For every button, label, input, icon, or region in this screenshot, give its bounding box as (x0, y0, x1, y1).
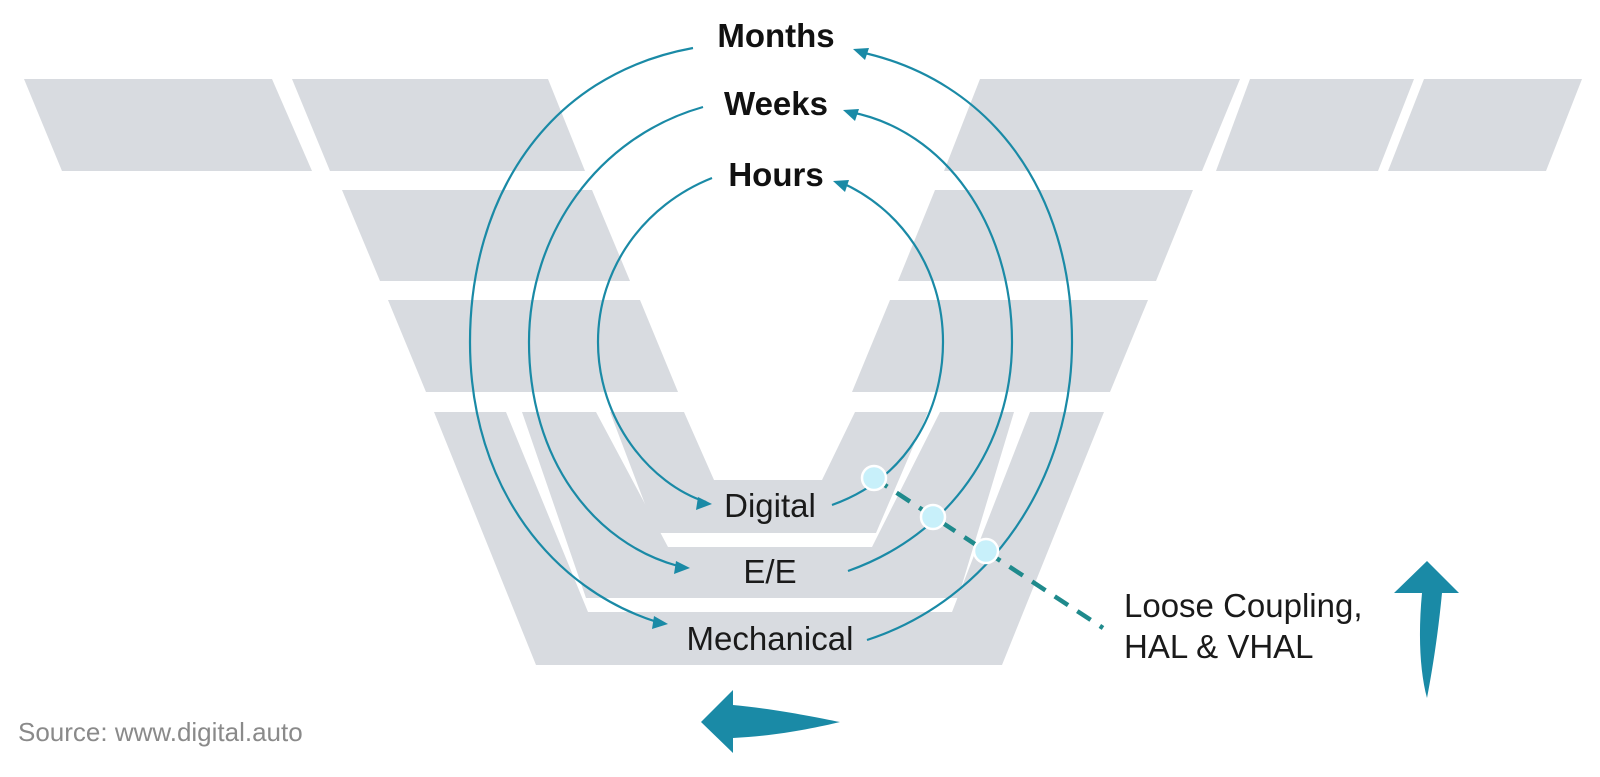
timescale-middle-label: Weeks (724, 85, 828, 122)
weeks-loop (527, 105, 704, 568)
hours-loop (831, 180, 945, 507)
layer-ee-label: E/E (743, 553, 796, 590)
coupling-connector (860, 464, 1105, 630)
arrowhead (853, 48, 869, 60)
coupling-label-line1: Loose Coupling, (1124, 587, 1363, 624)
arrowhead (652, 616, 668, 629)
source-caption: Source: www.digital.auto (18, 717, 303, 747)
timescale-inner-label: Hours (728, 156, 823, 193)
plate (1388, 79, 1582, 171)
coupling-dot (860, 464, 888, 492)
plate (292, 79, 585, 171)
arrowhead (833, 180, 849, 192)
mechanical-layer-plate (434, 412, 1104, 665)
arrowhead (843, 109, 859, 121)
layer-digital-label: Digital (724, 487, 816, 524)
plate (1216, 79, 1414, 171)
hours-loop (596, 176, 713, 504)
coupling-label-line2: HAL & VHAL (1124, 628, 1314, 665)
digital-layer-plate (610, 412, 928, 533)
months-loop (859, 50, 1074, 642)
months-loop (468, 46, 694, 624)
plate (898, 190, 1193, 281)
loop-arrowheads (652, 48, 869, 629)
plate (388, 300, 678, 392)
plate (944, 79, 1240, 171)
coupling-dot (972, 537, 1000, 565)
arrowhead (674, 561, 690, 574)
arrowhead (696, 497, 712, 510)
up-arrow-icon (1394, 561, 1459, 698)
coupling-dot (919, 503, 947, 531)
timescale-outer-label: Months (717, 17, 834, 54)
layer-mechanical-label: Mechanical (687, 620, 854, 657)
plate (852, 300, 1148, 392)
plate-row-3 (388, 300, 1148, 392)
plate (24, 79, 312, 171)
left-arrow-icon (701, 690, 840, 753)
iteration-loops (468, 46, 1074, 642)
plate-row-top (24, 79, 1582, 171)
